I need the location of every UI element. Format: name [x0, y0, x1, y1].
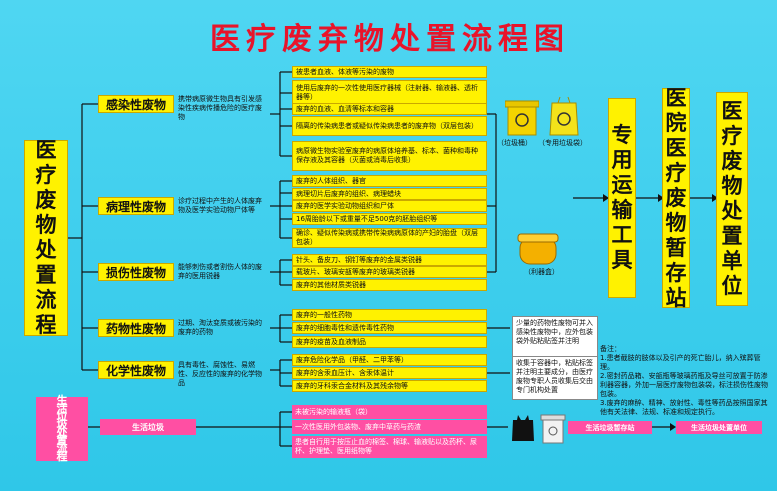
- category-description: 过期、淘汰变质或被污染的废弃的药物: [178, 319, 262, 336]
- main-label-char: 物: [35, 213, 57, 237]
- main-label-char: 置: [35, 263, 57, 287]
- note-3: 3.废弃的麻醉、精神、放射性、毒性等药品按照国家其他有关法律、法规、标准和规定执…: [600, 399, 768, 416]
- category-description: 具有毒性、腐蚀性、易燃性、反应性的废弃的化学物品: [178, 361, 262, 387]
- life-label-char: 流: [56, 442, 68, 455]
- waste-item: 废弃的人体组织、器官: [292, 175, 487, 187]
- waste-item: 废弃危险化学品（甲醛、二甲苯等）: [292, 354, 487, 366]
- category-box: 病理性废物: [98, 197, 174, 215]
- waste-item: 废弃的牙科汞合金材料及其残余物等: [292, 380, 487, 392]
- storage-char: 医: [665, 85, 687, 110]
- life-waste-process-label: 生活垃圾处置流程: [36, 394, 88, 463]
- sharps-box-icon: [516, 232, 560, 266]
- transport-char: 具: [611, 248, 633, 272]
- waste-item: 被患者血液、体液等污染的废物: [292, 66, 487, 78]
- disposal-char: 医: [721, 99, 743, 123]
- transport-char: 输: [611, 198, 633, 222]
- category-box: 药物性废物: [98, 319, 174, 337]
- waste-item: 废弃的其他材质类锐器: [292, 279, 487, 291]
- waste-item: 病原微生物实验室废弃的病原体培养基、标本、菌种和毒种保存液及其容器（灭菌或消毒后…: [292, 141, 487, 171]
- category-description: 能够刺伤或者割伤人体的废弃的医用锐器: [178, 263, 262, 280]
- storage-char: 存: [665, 260, 687, 285]
- life-label-char: 圾: [56, 418, 68, 431]
- category-box: 化学性废物: [98, 361, 174, 379]
- disposal-char: 疗: [721, 124, 743, 148]
- black-bag-icon: [510, 414, 536, 442]
- waste-item: 废弃的含汞血压计、含汞体温计: [292, 367, 487, 379]
- transport-char: 工: [611, 223, 633, 247]
- storage-char: 暂: [665, 235, 687, 260]
- notes-title: 备注：: [600, 345, 621, 353]
- disposal-unit-box: 医疗废物处置单位: [716, 92, 748, 306]
- main-label-char: 疗: [35, 163, 57, 187]
- main-label-char: 医: [35, 138, 57, 162]
- storage-char: 医: [665, 135, 687, 160]
- transport-tool-box: 专用运输工具: [608, 98, 636, 298]
- notes-block: 备注： 1.患者截肢的肢体以及引产的死亡胎儿，纳入殡葬管理。 2.密封药品箱、安…: [600, 345, 772, 417]
- page-title: 医疗废弃物处置流程图: [210, 22, 570, 57]
- waste-item: 确诊、疑似传染病或携带传染病病原体的产妇的胎盘（双层包装）: [292, 228, 487, 248]
- waste-bag-icon: [548, 95, 580, 137]
- waste-item: 病理切片后废弃的组织、病理蜡块: [292, 188, 487, 200]
- note-2: 2.密封药品箱、安瓿瓶等玻璃药瓶及导丝可放置于防渗利器容器，外加一层医疗废物包装…: [600, 372, 768, 398]
- transport-char: 运: [611, 173, 633, 197]
- waste-item: 隔离的传染病患者或疑似传染病患者的废弃物（双层包装）: [292, 116, 487, 136]
- storage-char: 物: [665, 210, 687, 235]
- life-item-1: 未被污染的输液瓶（袋）: [292, 405, 487, 419]
- life-label-char: 处: [56, 426, 68, 439]
- life-label-char: 置: [56, 434, 68, 447]
- disposal-char: 位: [721, 274, 743, 298]
- disposal-char: 废: [721, 149, 743, 173]
- main-label-char: 废: [35, 188, 57, 212]
- waste-item: 废弃的一般性药物: [292, 309, 487, 321]
- life-station-box: 生活垃圾暂存站: [568, 421, 652, 434]
- category-description: 诊疗过程中产生的人体废弃物及医学实验动物尸体等: [178, 197, 262, 214]
- transport-char: 用: [611, 148, 633, 172]
- disposal-char: 置: [721, 224, 743, 248]
- waste-item: 载玻片、玻璃安瓿等废弃的玻璃类锐器: [292, 266, 487, 278]
- life-garbage-box: 生活垃圾: [100, 419, 196, 435]
- sharps-caption: （利器盒）: [524, 268, 559, 276]
- life-unit-box: 生活垃圾处置单位: [676, 421, 762, 434]
- waste-item: 针头、备皮刀、钢钉等废弃的金属类锐器: [292, 254, 487, 266]
- category-box: 感染性废物: [98, 95, 174, 113]
- waste-item: 16周胎龄以下或重量不足500克的胚胎组织等: [292, 213, 487, 225]
- storage-char: 疗: [665, 160, 687, 185]
- life-label-char: 程: [56, 450, 68, 463]
- life-item-3: 患者自行用于按压止血的棉签、棉球、输液贴以及药杯、尿杯、护理垫、医用纸物等: [292, 436, 487, 458]
- waste-bin-icon: [504, 97, 540, 137]
- life-label-char: 生: [56, 394, 68, 407]
- storage-char: 废: [665, 185, 687, 210]
- chemical-waste-note: 收集于容器中，粘贴标签并注明主要成分，由医疗废物专职人员收集后交由专门机构处置: [512, 356, 598, 400]
- disposal-char: 处: [721, 199, 743, 223]
- life-item-2: 一次性医用外包装物、废弃中草药与药渣: [292, 420, 487, 434]
- note-1: 1.患者截肢的肢体以及引产的死亡胎儿，纳入殡葬管理。: [600, 354, 761, 371]
- bin-caption: （垃圾桶）: [497, 139, 532, 147]
- category-description: 携带病原微生物具有引发感染性疾病传播危险的医疗废物: [178, 95, 262, 121]
- waste-item: 废弃的医学实验动物组织和尸体: [292, 200, 487, 212]
- disposal-char: 物: [721, 174, 743, 198]
- disposal-char: 单: [721, 249, 743, 273]
- life-label-char: 垃: [56, 410, 68, 423]
- waste-item: 废弃的疫苗及血液制品: [292, 336, 487, 348]
- main-label-char: 程: [35, 313, 57, 337]
- storage-station-box: 医院医疗废物暂存站: [662, 85, 690, 310]
- waste-item: 废弃的细胞毒性和遗传毒性药物: [292, 322, 487, 334]
- main-label-char: 流: [35, 288, 57, 312]
- waste-item: 废弃的血液、血清等标本和容器: [292, 103, 487, 115]
- bag-caption: （专用垃圾袋）: [538, 139, 587, 147]
- drug-waste-note: 少量的药物性废物可并入感染性废物中，应外包装袋外贴粘贴签并注明: [512, 316, 598, 358]
- life-bin-icon: [540, 412, 566, 444]
- life-label-char: 活: [56, 402, 68, 415]
- transport-char: 专: [611, 123, 633, 147]
- category-box: 损伤性废物: [98, 263, 174, 281]
- main-label-char: 处: [35, 238, 57, 262]
- storage-char: 院: [665, 110, 687, 135]
- medical-waste-process-label: 医疗废物处置流程: [24, 138, 68, 337]
- storage-char: 站: [665, 285, 687, 310]
